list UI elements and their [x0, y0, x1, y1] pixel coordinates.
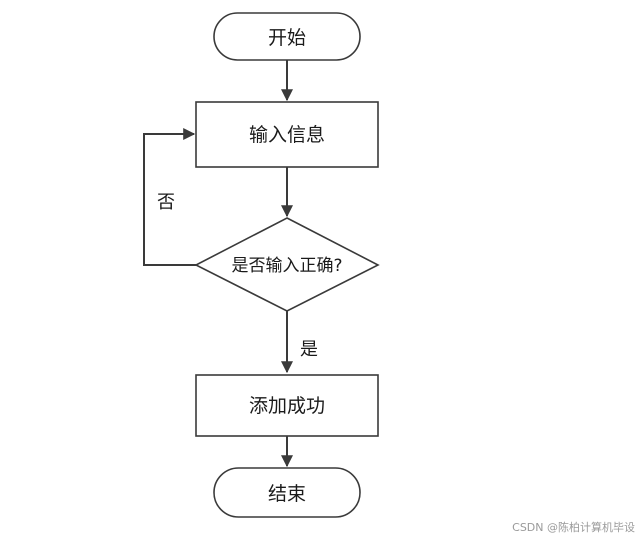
input-node: 输入信息 — [195, 101, 379, 168]
decision-node: 是否输入正确? — [194, 217, 380, 312]
end-label: 结束 — [268, 483, 306, 505]
edge-label-no: 否 — [157, 192, 175, 213]
end-node: 结束 — [213, 467, 361, 518]
edge-label-yes: 是 — [300, 339, 318, 360]
input-shape — [195, 101, 379, 168]
success-label: 添加成功 — [249, 395, 325, 417]
decision-label: 是否输入正确? — [231, 256, 342, 276]
success-node: 添加成功 — [195, 374, 379, 437]
edge-decision-no-to-input — [143, 128, 196, 266]
end-shape — [213, 467, 361, 518]
input-label: 输入信息 — [249, 124, 325, 146]
start-label: 开始 — [268, 27, 306, 49]
start-node: 开始 — [213, 12, 361, 61]
watermark: CSDN @陈柏计算机毕设 — [512, 521, 635, 534]
